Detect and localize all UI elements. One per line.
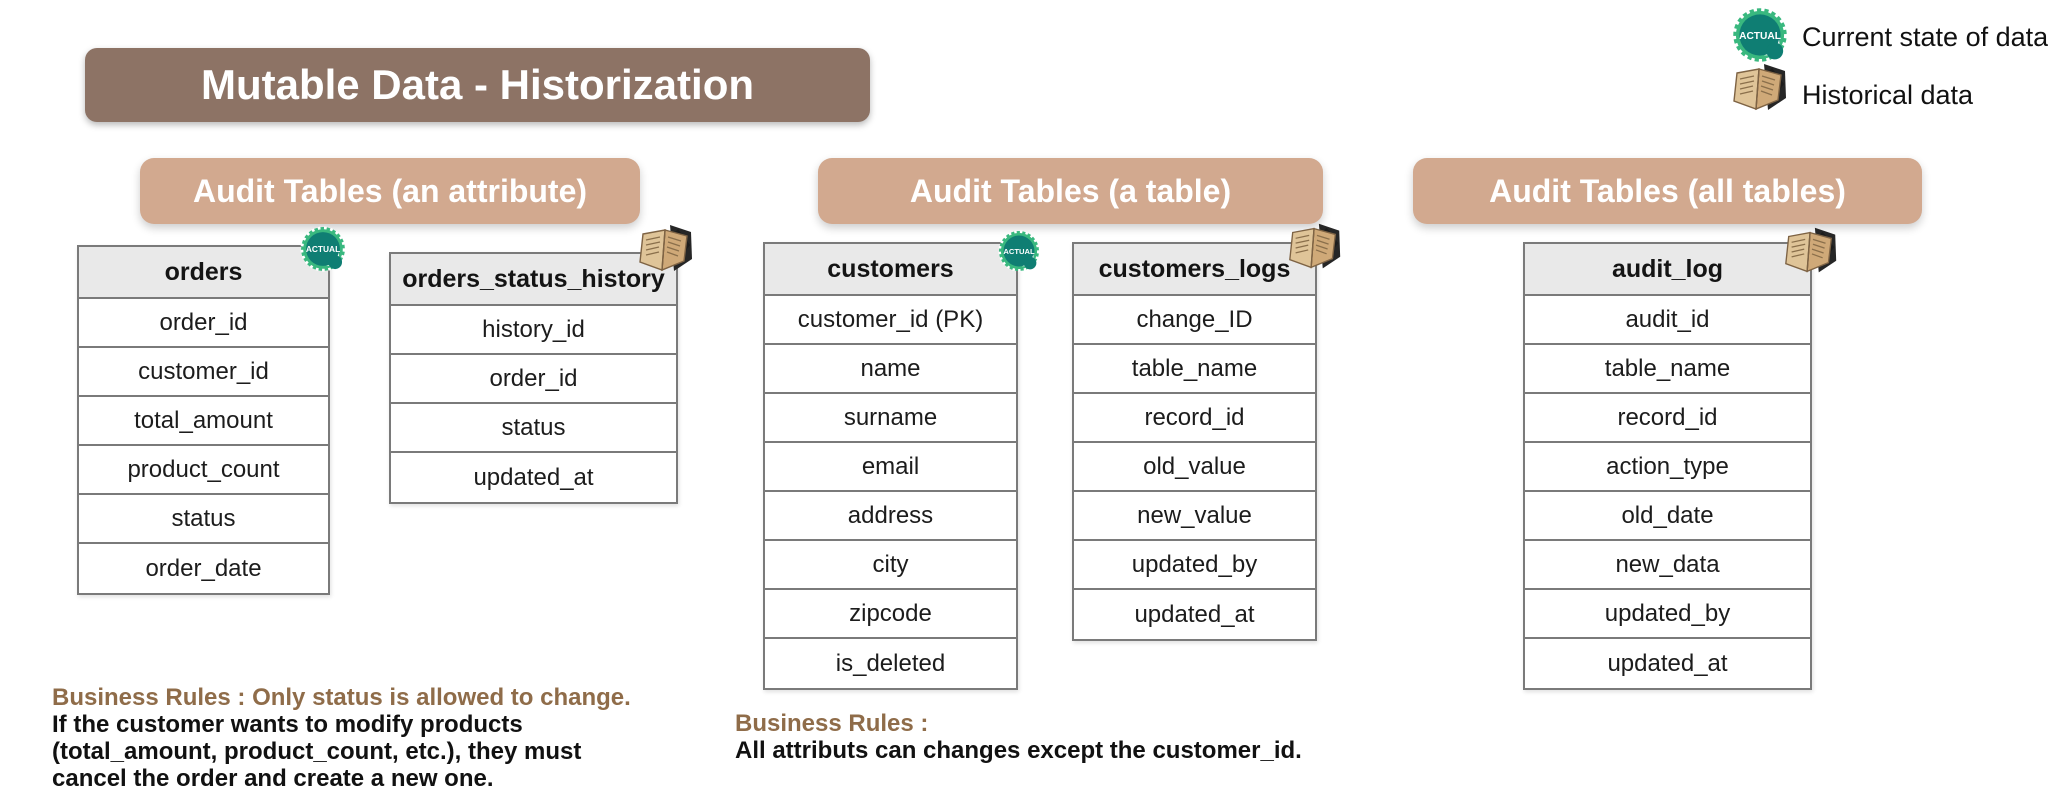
- table-row: order_id: [79, 299, 328, 348]
- table-row: updated_at: [1134, 600, 1255, 628]
- table-row: updated_by: [1074, 541, 1315, 590]
- business-rules-line: (total_amount, product_count, etc.), the…: [52, 738, 582, 765]
- table-row: customer_id (PK): [765, 296, 1016, 345]
- table-row: new_value: [1074, 492, 1315, 541]
- table-header: customers_logs: [1074, 244, 1315, 296]
- history-book-icon: [1785, 227, 1837, 274]
- legend-historical-label: Historical data: [1802, 80, 1974, 110]
- table-row: new_data: [1525, 541, 1810, 590]
- table-row: table_name: [1525, 345, 1810, 394]
- table-row: updated_by: [1525, 590, 1810, 639]
- table-row: updated_at: [473, 463, 594, 491]
- table-row: change_ID: [1074, 296, 1315, 345]
- section-header-attribute: Audit Tables (an attribute): [140, 158, 640, 224]
- table-row: record_id: [1074, 394, 1315, 443]
- table-row: is_deleted: [835, 649, 946, 677]
- table-row: total_amount: [79, 397, 328, 446]
- table-customers-logs: customers_logs change_ID table_name reco…: [1072, 242, 1317, 641]
- section-header-all-tables: Audit Tables (all tables): [1413, 158, 1922, 224]
- table-row: product_count: [79, 446, 328, 495]
- table-row: order_date: [145, 554, 262, 582]
- history-book-icon: [1733, 63, 1787, 111]
- table-row: name: [765, 345, 1016, 394]
- business-rules-highlight: Business Rules : Only status is allowed …: [52, 684, 631, 711]
- actual-stamp-icon: ACTUAL: [1732, 7, 1788, 63]
- table-row: status: [391, 404, 676, 453]
- business-rules-highlight: Business Rules :: [735, 710, 929, 737]
- section-header-table: Audit Tables (a table): [818, 158, 1323, 224]
- history-book-icon: [639, 224, 693, 272]
- table-header: customers: [765, 244, 1016, 296]
- table-row: updated_at: [1607, 649, 1728, 677]
- table-row: history_id: [391, 306, 676, 355]
- table-row: customer_id: [79, 348, 328, 397]
- actual-stamp-text: ACTUAL: [1739, 31, 1781, 42]
- page-title-text: Mutable Data - Historization: [200, 61, 755, 108]
- table-row: order_id: [391, 355, 676, 404]
- table-row: email: [765, 443, 1016, 492]
- table-orders: orders order_id customer_id total_amount…: [77, 245, 330, 595]
- actual-stamp-text: ACTUAL: [1003, 247, 1035, 256]
- table-row: old_date: [1525, 492, 1810, 541]
- business-rules-line: If the customer wants to modify products: [52, 711, 523, 738]
- section-header-text: Audit Tables (a table): [909, 172, 1232, 209]
- table-audit-log: audit_log audit_id table_name record_id …: [1523, 242, 1812, 690]
- actual-stamp-icon: ACTUAL: [300, 226, 346, 272]
- business-rules-line: All attributs can changes except the cus…: [735, 737, 1302, 764]
- table-row: table_name: [1074, 345, 1315, 394]
- table-orders-status-history: orders_status_history history_id order_i…: [389, 252, 678, 504]
- table-row: surname: [765, 394, 1016, 443]
- legend-current-label: Current state of data: [1802, 22, 2048, 52]
- history-book-icon: [1289, 223, 1341, 270]
- table-row: audit_id: [1525, 296, 1810, 345]
- table-header: orders: [79, 247, 328, 299]
- table-header: audit_log: [1525, 244, 1810, 296]
- table-row: old_value: [1074, 443, 1315, 492]
- table-row: address: [765, 492, 1016, 541]
- page-title: Mutable Data - Historization: [85, 48, 870, 122]
- business-rules-table: Business Rules : All attributs can chang…: [735, 710, 1302, 764]
- actual-stamp-icon: ACTUAL: [998, 230, 1040, 272]
- table-row: status: [79, 495, 328, 544]
- actual-stamp-text: ACTUAL: [306, 244, 340, 254]
- table-customers: customers customer_id (PK) name surname …: [763, 242, 1018, 690]
- table-row: zipcode: [765, 590, 1016, 639]
- table-header: orders_status_history: [391, 254, 676, 306]
- section-header-text: Audit Tables (an attribute): [192, 172, 588, 209]
- section-header-text: Audit Tables (all tables): [1489, 172, 1846, 209]
- business-rules-line: cancel the order and create a new one.: [52, 765, 494, 792]
- table-row: record_id: [1525, 394, 1810, 443]
- table-row: city: [765, 541, 1016, 590]
- table-row: action_type: [1525, 443, 1810, 492]
- business-rules-attribute: Business Rules : Only status is allowed …: [52, 684, 631, 792]
